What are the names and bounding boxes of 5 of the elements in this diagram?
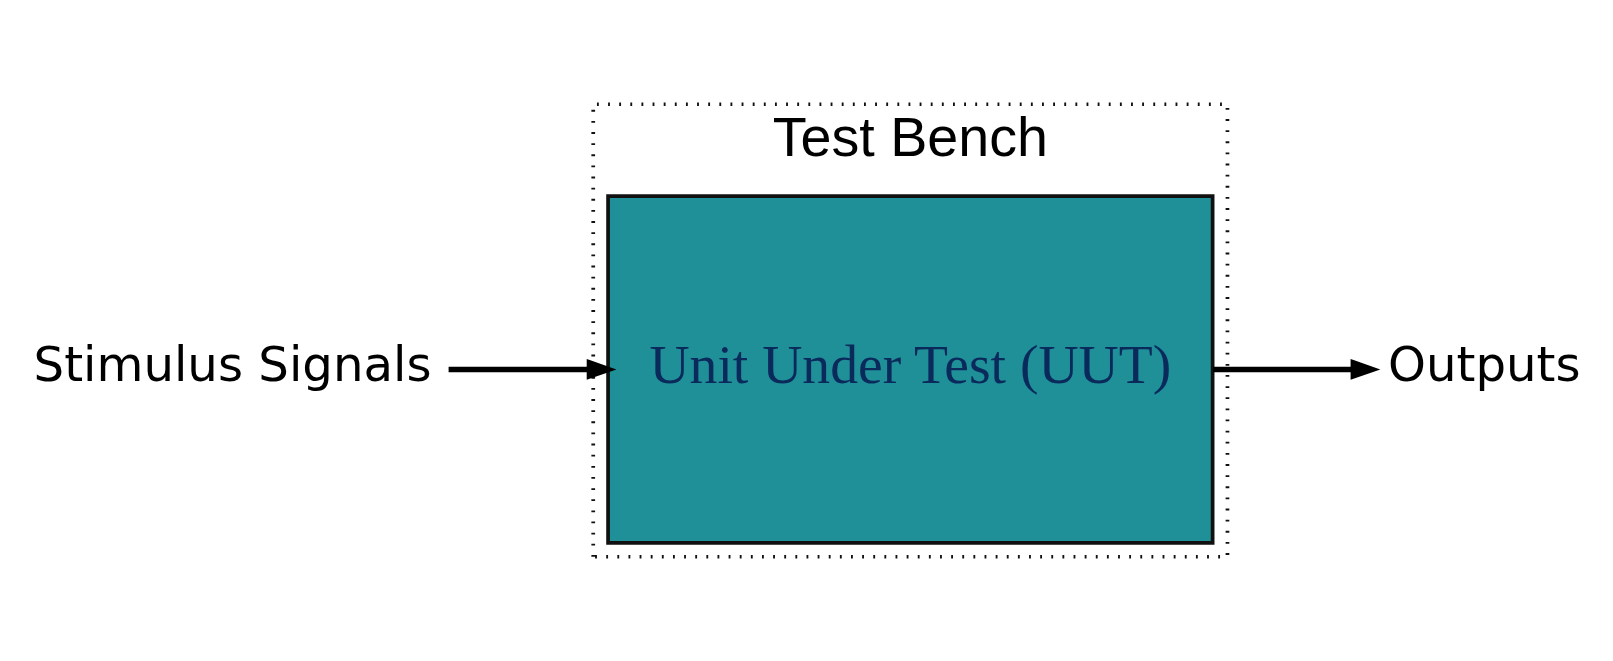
node-text: Outputs — [1388, 336, 1581, 393]
arrow — [448, 359, 617, 380]
arrow — [1213, 359, 1381, 380]
node-text: Stimulus Signals — [33, 336, 432, 393]
node-box: Unit Under Test (UUT) — [606, 194, 1215, 545]
